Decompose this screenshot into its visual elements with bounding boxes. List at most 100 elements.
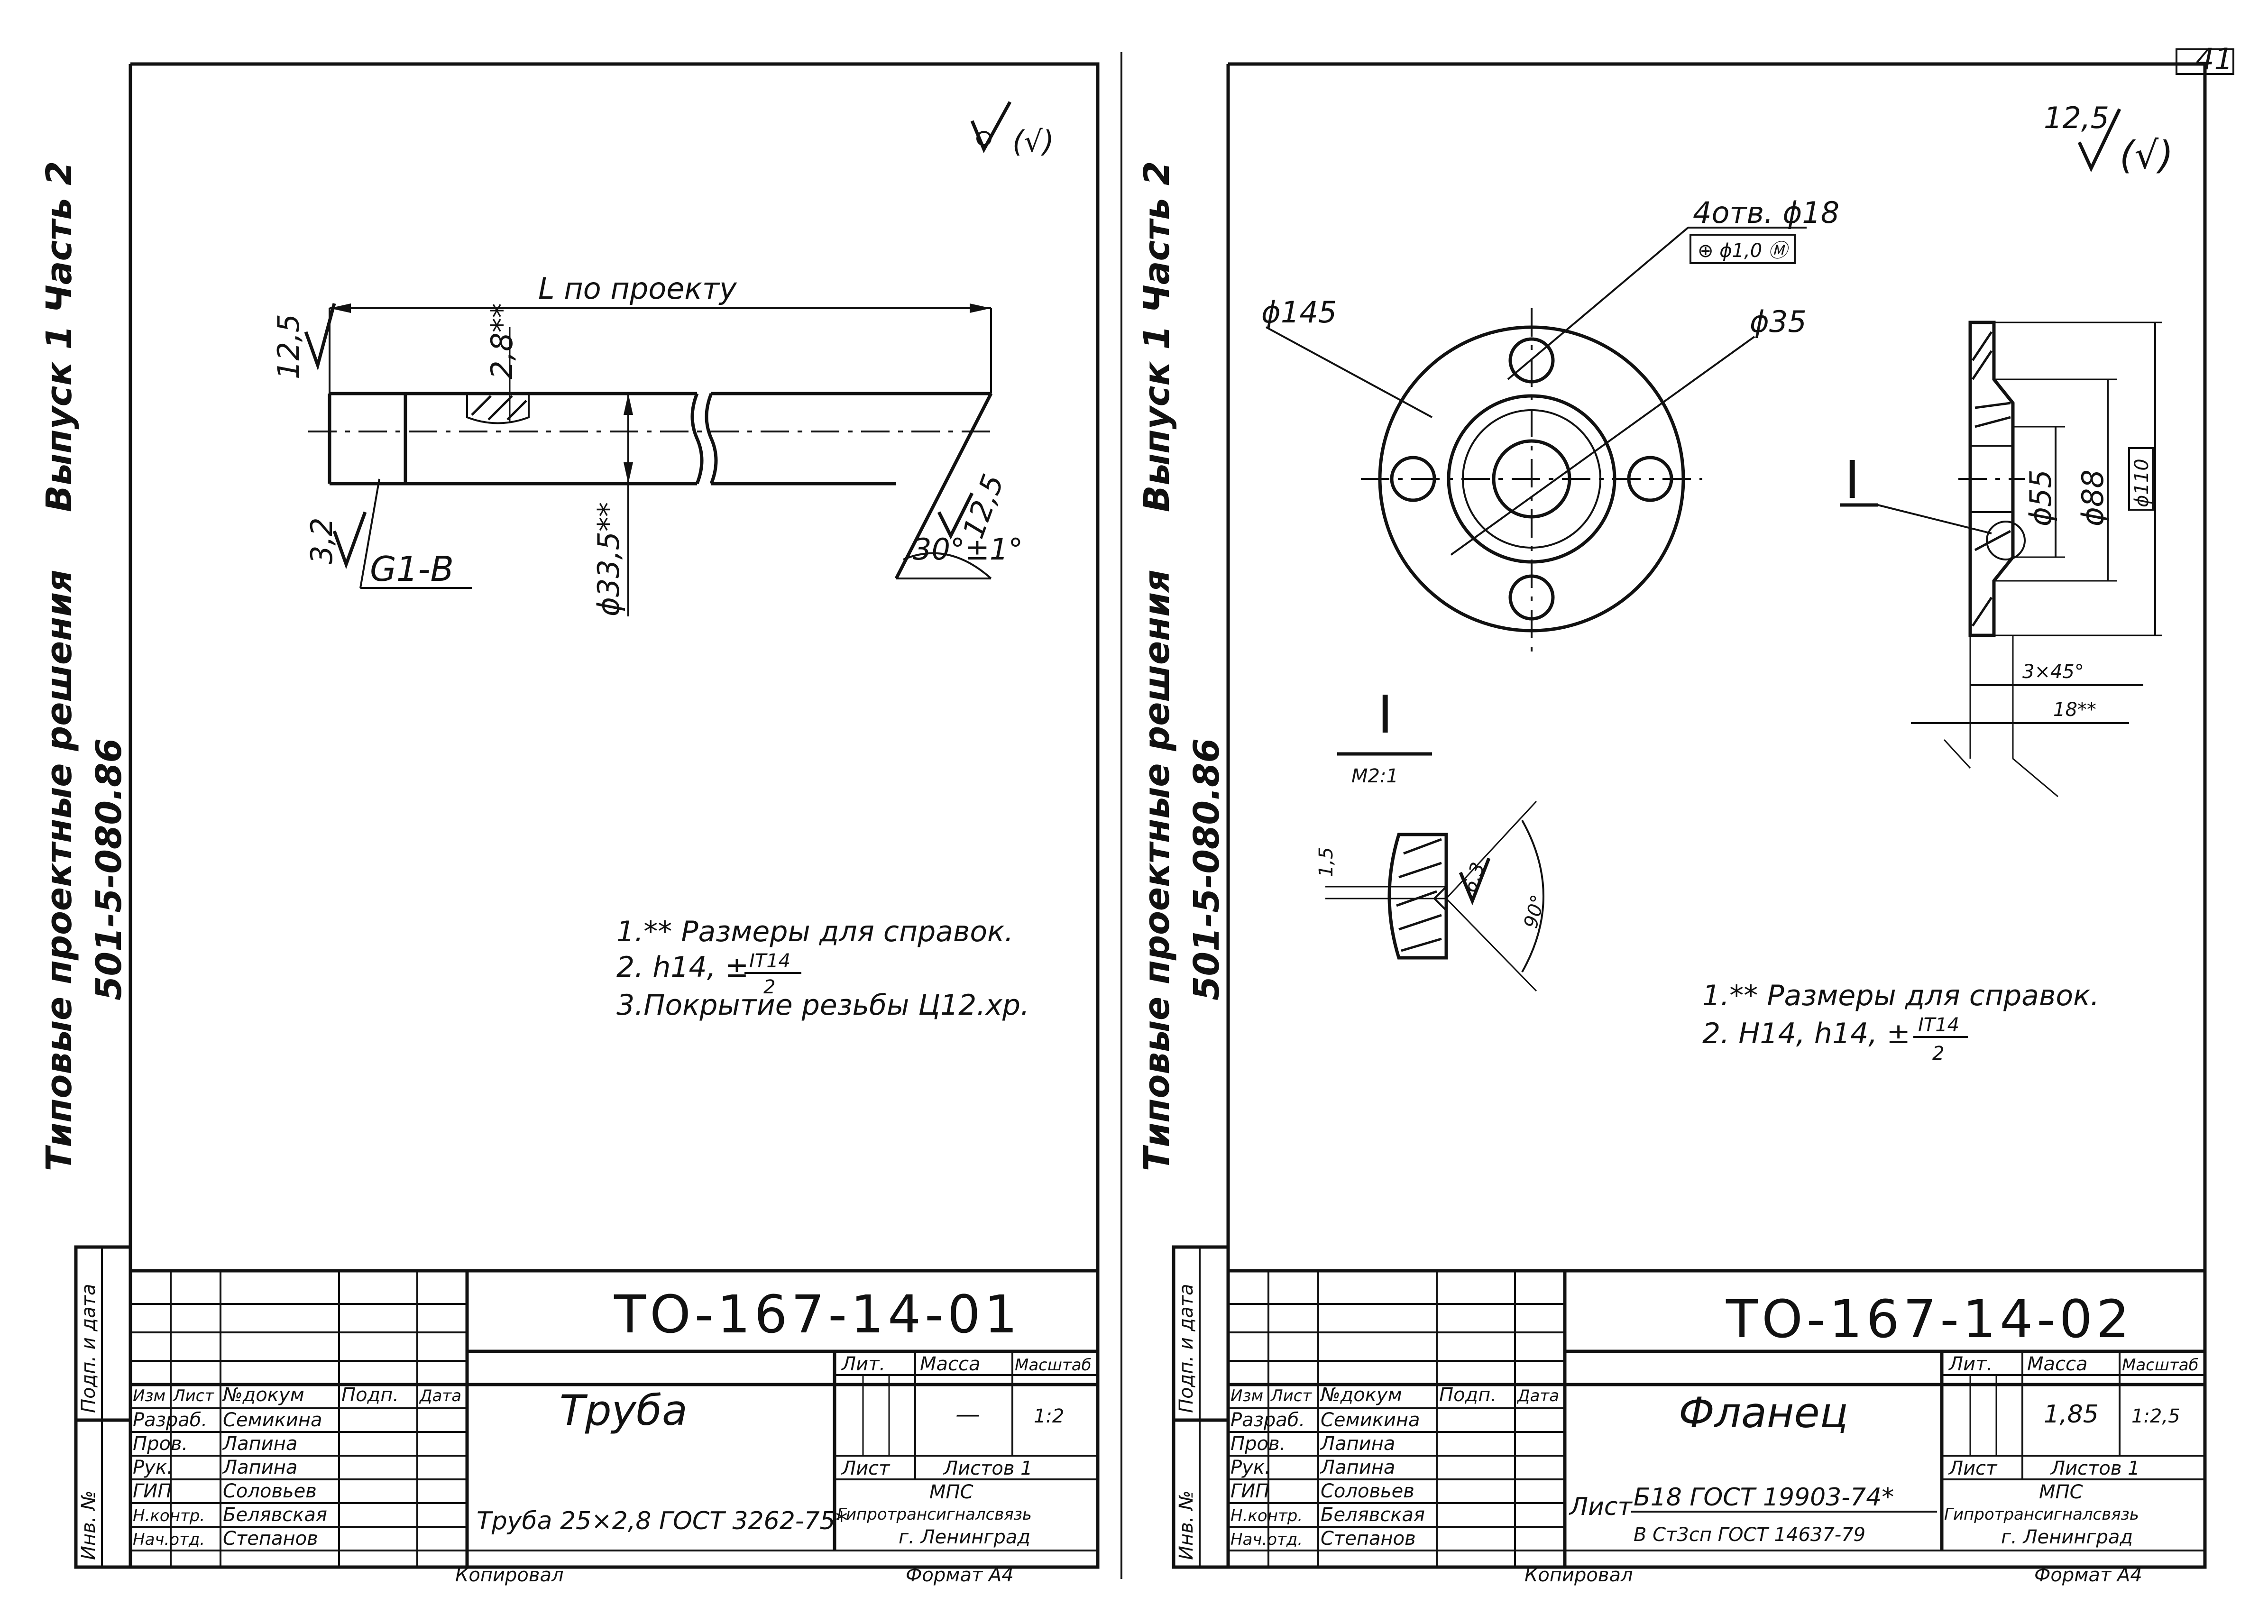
svg-text:Степанов: Степанов — [1321, 1528, 1416, 1550]
svg-text:Лит.: Лит. — [841, 1353, 885, 1375]
svg-text:Б18 ГОСТ 19903-74*: Б18 ГОСТ 19903-74* — [1634, 1483, 1894, 1512]
svg-text:—: — — [955, 1400, 980, 1429]
left-copied: Копировал — [455, 1564, 564, 1586]
left-side-series: Типовые проектные решения — [39, 569, 80, 1171]
svg-text:М2:1: М2:1 — [1351, 765, 1398, 787]
right-side-issue: Выпуск 1 Часть 2 — [1137, 161, 1177, 512]
right-notes: 1.** Размеры для справок. 2. H14, h14, ±… — [1702, 979, 2099, 1064]
right-side-series: Типовые проектные решения — [1137, 569, 1177, 1171]
svg-text:1.** Размеры для справок.: 1.** Размеры для справок. — [616, 915, 1013, 948]
left-side-code: 501-5-080.86 — [89, 738, 129, 1000]
svg-text:Семикина: Семикина — [1321, 1409, 1420, 1431]
svg-text:№докум: №докум — [222, 1384, 304, 1406]
svg-text:3.Покрытие резьбы Ц12.хр.: 3.Покрытие резьбы Ц12.хр. — [616, 989, 1029, 1022]
svg-text:12,5: 12,5 — [271, 314, 306, 379]
svg-text:ТО-167-14-01: ТО-167-14-01 — [614, 1284, 1021, 1345]
svg-text:Лапина: Лапина — [1320, 1457, 1395, 1478]
svg-text:⊕ ϕ1,0 Ⓜ: ⊕ ϕ1,0 Ⓜ — [1698, 240, 1790, 262]
svg-text:Нач.отд.: Нач.отд. — [1230, 1530, 1303, 1549]
svg-text:Лапина: Лапина — [222, 1433, 297, 1455]
svg-text:Лапина: Лапина — [222, 1457, 297, 1478]
right-title-block: Подп. и дата Инв. № Изм Лист №докум Подп… — [1172, 1245, 2207, 1586]
svg-text:IT14: IT14 — [1918, 1014, 1959, 1036]
svg-text:Инв. №: Инв. № — [78, 1490, 100, 1560]
svg-text:90°: 90° — [1520, 892, 1550, 930]
left-notes: 1.** Размеры для справок. 2. h14, ± IT14… — [616, 915, 1029, 1022]
left-bevel: 30°±1° 12,5 — [896, 469, 1023, 579]
svg-text:Степанов: Степанов — [223, 1528, 318, 1550]
svg-text:Масштаб: Масштаб — [2122, 1356, 2199, 1375]
svg-text:Белявская: Белявская — [1321, 1504, 1425, 1526]
right-side-code: 501-5-080.86 — [1186, 738, 1227, 1000]
svg-text:IT14: IT14 — [749, 950, 790, 972]
right-copied: Копировал — [1524, 1564, 1633, 1586]
svg-text:4отв. ϕ18: 4отв. ϕ18 — [1693, 195, 1839, 230]
svg-text:Листов 1: Листов 1 — [943, 1458, 1033, 1479]
svg-text:Инв. №: Инв. № — [1175, 1490, 1197, 1560]
svg-text:2. h14, ±: 2. h14, ± — [616, 951, 749, 984]
svg-text:Разраб.: Разраб. — [1230, 1409, 1305, 1431]
svg-text:Масштаб: Масштаб — [1015, 1356, 1092, 1375]
svg-text:Лист: Лист — [1569, 1493, 1633, 1521]
svg-text:ϕ110: ϕ110 — [2131, 459, 2153, 507]
svg-text:1.** Размеры для справок.: 1.** Размеры для справок. — [1702, 979, 2099, 1012]
svg-text:Лист: Лист — [1270, 1386, 1312, 1405]
svg-text:Лит.: Лит. — [1948, 1353, 1993, 1375]
pipe-view — [308, 392, 996, 579]
svg-text:Пров.: Пров. — [133, 1433, 188, 1455]
svg-text:Лапина: Лапина — [1320, 1433, 1395, 1455]
right-sheet: Типовые проектные решения Выпуск 1 Часть… — [1137, 62, 2207, 1586]
svg-text:2: 2 — [1932, 1043, 1944, 1064]
svg-text:G1-B: G1-B — [370, 549, 454, 589]
flange-front-view: ϕ145 ϕ35 4отв. ϕ18 ⊕ ϕ1,0 Ⓜ — [1261, 195, 1839, 654]
detail-view: I М2:1 1,5 6,3 90° — [1315, 684, 1550, 992]
svg-text:Гипротрансигналсвязь: Гипротрансигналсвязь — [837, 1505, 1032, 1524]
svg-text:Н.контр.: Н.контр. — [1230, 1506, 1303, 1525]
svg-text:Подп. и дата: Подп. и дата — [78, 1284, 100, 1413]
svg-text:Белявская: Белявская — [223, 1504, 327, 1526]
svg-text:ϕ145: ϕ145 — [1261, 295, 1337, 330]
svg-text:Разраб.: Разраб. — [133, 1409, 207, 1431]
svg-text:1,85: 1,85 — [2044, 1400, 2099, 1429]
left-title-block: Подп. и дата Инв. № Изм Лист №докум — [74, 1245, 1100, 1586]
svg-text:Рук.: Рук. — [133, 1457, 173, 1478]
left-dim-length: L по проекту — [329, 271, 992, 394]
svg-text:МПС: МПС — [2039, 1481, 2083, 1503]
svg-text:(√): (√) — [2120, 133, 2173, 177]
svg-text:Труба 25×2,8 ГОСТ 3262-75*: Труба 25×2,8 ГОСТ 3262-75* — [477, 1507, 848, 1535]
svg-text:18**: 18** — [2053, 699, 2096, 721]
svg-text:г. Ленинград: г. Ленинград — [2001, 1526, 2133, 1548]
svg-text:Лист: Лист — [172, 1386, 214, 1405]
left-sheet: Типовые проектные решения Выпуск 1 Часть… — [39, 62, 1100, 1586]
svg-text:Листов 1: Листов 1 — [2050, 1458, 2140, 1479]
svg-text:(√): (√) — [1012, 124, 1054, 159]
svg-text:Дата: Дата — [1516, 1386, 1559, 1405]
svg-text:Подп.: Подп. — [341, 1384, 399, 1406]
svg-text:Труба: Труба — [560, 1386, 688, 1435]
svg-text:Лист: Лист — [841, 1458, 891, 1479]
svg-text:ϕ55: ϕ55 — [2023, 469, 2058, 526]
svg-text:Подп.: Подп. — [1439, 1384, 1497, 1406]
svg-text:I: I — [1377, 684, 1393, 745]
svg-text:Подп. и дата: Подп. и дата — [1175, 1284, 1197, 1413]
left-roughness-end: 12,5 — [271, 303, 336, 379]
svg-text:30°±1°: 30°±1° — [913, 532, 1023, 567]
svg-text:Масса: Масса — [920, 1353, 981, 1375]
svg-text:МПС: МПС — [929, 1481, 973, 1503]
right-roughness-general: 12,5 (√) — [2044, 101, 2173, 177]
svg-text:Лист: Лист — [1948, 1458, 1998, 1479]
right-frame — [1228, 62, 2207, 1567]
svg-text:ϕ88: ϕ88 — [2075, 469, 2110, 526]
left-thread-callout: G1-B 3,2 — [304, 478, 472, 589]
svg-text:Рук.: Рук. — [1230, 1457, 1271, 1478]
svg-text:Пров.: Пров. — [1230, 1433, 1286, 1455]
svg-text:2: 2 — [763, 976, 775, 998]
svg-text:ТО-167-14-02: ТО-167-14-02 — [1726, 1289, 2133, 1349]
svg-text:Соловьев: Соловьев — [1321, 1480, 1414, 1502]
svg-text:г. Ленинград: г. Ленинград — [899, 1526, 1030, 1548]
svg-text:ГИП: ГИП — [133, 1480, 172, 1502]
svg-text:Семикина: Семикина — [223, 1409, 322, 1431]
page-number: 41 — [2195, 42, 2233, 76]
